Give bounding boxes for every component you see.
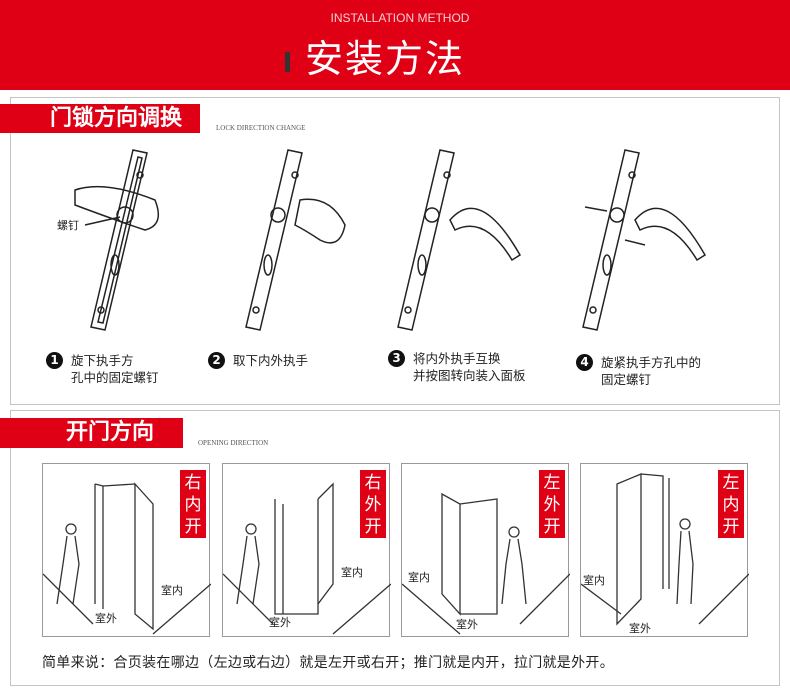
inside-label: 室内 (341, 566, 363, 579)
header-accent-bar (285, 52, 290, 72)
step-text: 旋紧执手方孔中的 (601, 355, 702, 370)
step-text: 孔中的固定螺钉 (71, 370, 159, 385)
page-title: 安装方法 (305, 37, 466, 81)
door-panel-left-inward: 左内开 室内 室外 (580, 463, 750, 637)
inside-label: 室内 (161, 584, 183, 597)
direction-tag: 右内开 (180, 470, 206, 538)
step-text: 并按图转向装入面板 (413, 368, 526, 383)
outside-label: 室外 (269, 616, 291, 629)
step-number: 3 (388, 350, 405, 367)
door-illustration (580, 473, 750, 626)
opening-direction-section (10, 410, 780, 686)
opening-direction-subtitle: OPENING DIRECTION (198, 439, 269, 447)
door-panel-right-outward: 右外开 室内 室外 (222, 463, 392, 637)
direction-tag: 左外开 (539, 470, 565, 538)
lock-direction-subtitle: LOCK DIRECTION CHANGE (216, 124, 306, 132)
lock-step3-illustration (397, 149, 522, 331)
screw-label: 螺钉 (57, 219, 79, 232)
opening-direction-title: 开门方向 (0, 418, 183, 448)
door-illustration (401, 492, 571, 635)
lock-step2-illustration (245, 149, 346, 331)
outside-label: 室外 (629, 622, 651, 635)
lock-direction-title: 门锁方向调换 (0, 104, 200, 133)
step-text: 固定螺钉 (601, 372, 652, 387)
direction-tag: 右外开 (360, 470, 386, 538)
door-panel-right-inward: 右内开 室内 室外 (42, 463, 212, 637)
step-text: 将内外执手互换 (413, 351, 501, 366)
lock-step4-illustration (582, 149, 707, 331)
step-number: 2 (208, 352, 225, 369)
step-2: 2 取下内外执手 (208, 352, 308, 369)
direction-tag: 左内开 (718, 470, 744, 538)
outside-label: 室外 (95, 612, 117, 625)
door-illustration (42, 482, 212, 635)
outside-label: 室外 (456, 618, 478, 631)
step-1: 1 旋下执手方孔中的固定螺钉 (46, 352, 159, 386)
header-subtitle: INSTALLATION METHOD (330, 11, 470, 25)
inside-label: 室内 (408, 571, 430, 584)
step-number: 1 (46, 352, 63, 369)
opening-direction-note: 简单来说：合页装在哪边（左边或右边）就是左开或右开；推门就是内开，拉门就是外开。 (42, 655, 614, 671)
step-4: 4 旋紧执手方孔中的固定螺钉 (576, 354, 701, 388)
lock-direction-section (10, 97, 780, 405)
step-3: 3 将内外执手互换并按图转向装入面板 (388, 350, 526, 384)
lock-step1-illustration: 螺钉 (57, 149, 160, 331)
step-text: 取下内外执手 (233, 353, 309, 368)
door-panel-left-outward: 左外开 室内 室外 (401, 463, 571, 637)
door-illustration (222, 482, 392, 635)
step-text: 旋下执手方 (71, 353, 134, 368)
step-number: 4 (576, 354, 593, 371)
inside-label: 室内 (583, 574, 605, 587)
page-header: INSTALLATION METHOD 安装方法 (0, 0, 790, 90)
